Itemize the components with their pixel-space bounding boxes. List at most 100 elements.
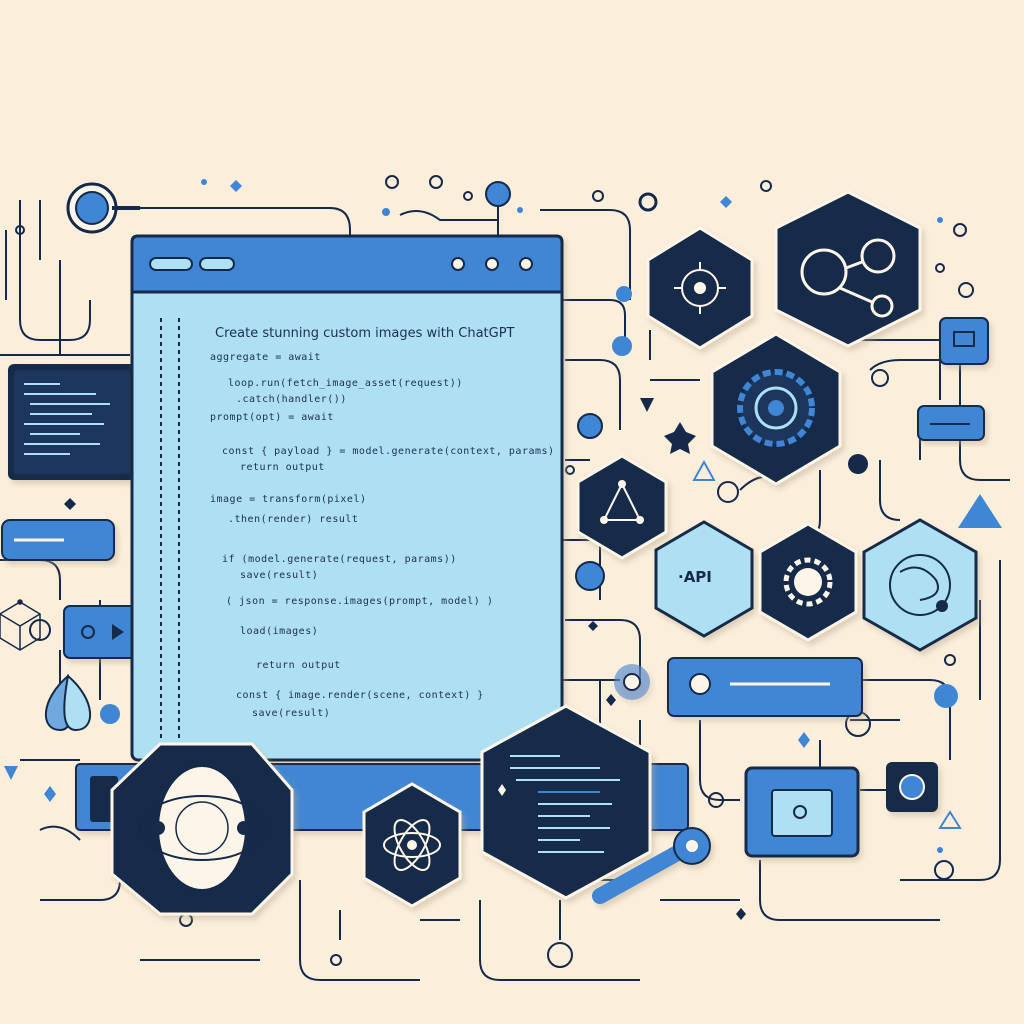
gutter-mark [160,566,162,570]
gutter-mark [178,382,180,386]
gutter-mark [160,574,162,578]
gutter-mark [178,686,180,690]
gutter-mark [178,350,180,354]
gutter-mark [178,614,180,618]
gutter-mark [178,574,180,578]
gutter-mark [178,478,180,482]
gutter-mark [178,566,180,570]
gutter-mark [160,414,162,418]
gutter-mark [178,694,180,698]
gutter-mark [178,454,180,458]
image-frame-icon [744,766,860,858]
gutter-mark [178,662,180,666]
gutter-mark [178,366,180,370]
hex-brain-orbit [110,742,294,916]
gutter-mark [178,734,180,738]
gutter-mark [160,342,162,346]
gutter-mark [178,542,180,546]
gutter-mark [160,454,162,458]
gutter-mark [160,518,162,522]
gutter-mark [160,334,162,338]
gutter-mark [160,486,162,490]
gutter-mark [178,638,180,642]
gutter-mark [178,326,180,330]
gutter-mark [160,374,162,378]
gutter-mark [178,526,180,530]
hex-atom [362,782,462,908]
gutter-mark [160,702,162,706]
node-pin-icon [485,181,868,591]
gutter-mark [178,342,180,346]
gutter-mark [178,494,180,498]
gutter-mark [160,686,162,690]
hex-code-terminal [480,704,652,900]
gutter-mark [160,630,162,634]
gutter-mark [178,622,180,626]
gutter-mark [178,510,180,514]
line-number-gutter [160,318,180,738]
gutter-mark [160,390,162,394]
gutter-mark [178,710,180,714]
gutter-mark [178,390,180,394]
knob-icon [614,664,650,700]
gutter-mark [178,414,180,418]
gutter-mark [160,382,162,386]
gutter-mark [160,542,162,546]
gutter-mark [160,670,162,674]
hex-orbit [862,518,978,652]
gutter-mark [178,438,180,442]
gutter-mark [160,470,162,474]
gutter-mark [160,366,162,370]
gutter-mark [160,614,162,618]
gutter-mark [178,374,180,378]
gear-chip-icon [886,762,938,812]
gutter-mark [160,526,162,530]
gutter-mark [160,446,162,450]
gutter-mark [160,694,162,698]
gutter-mark [160,318,162,322]
api-label: ·API [678,568,712,586]
gutter-mark [178,534,180,538]
gutter-mark [178,598,180,602]
gutter-mark [160,734,162,738]
gutter-mark [178,582,180,586]
gutter-mark [178,654,180,658]
gutter-mark [178,334,180,338]
gutter-mark [160,582,162,586]
gutter-mark [160,430,162,434]
hex-atom-gear [646,226,754,350]
gutter-mark [178,558,180,562]
gutter-mark [178,318,180,322]
gutter-mark [160,710,162,714]
gutter-mark [160,494,162,498]
gutter-mark [178,630,180,634]
hex-gear [710,332,842,486]
gutter-mark [160,622,162,626]
gutter-mark [160,590,162,594]
gutter-mark [178,550,180,554]
hexagon-tiles [110,190,978,916]
gutter-mark [178,518,180,522]
left-media-chip [63,605,137,659]
gutter-mark [160,406,162,410]
gutter-mark [178,430,180,434]
gutter-mark [178,462,180,466]
gutter-mark [178,670,180,674]
gutter-mark [160,646,162,650]
decor-filled-dots [100,179,958,853]
editor-title: Create stunning custom images with ChatG… [215,326,515,341]
gutter-mark [178,470,180,474]
hex-api [654,520,754,638]
gutter-mark [160,654,162,658]
editor-titlebar-controls [149,257,533,271]
lever-icon [592,827,711,904]
gutter-mark [160,422,162,426]
decor-diamonds [44,180,810,920]
gutter-mark [178,718,180,722]
network-cube-icon [0,599,41,651]
gutter-mark [178,398,180,402]
gutter-mark [178,486,180,490]
gutter-mark [160,550,162,554]
gutter-mark [160,478,162,482]
gutter-mark [160,606,162,610]
